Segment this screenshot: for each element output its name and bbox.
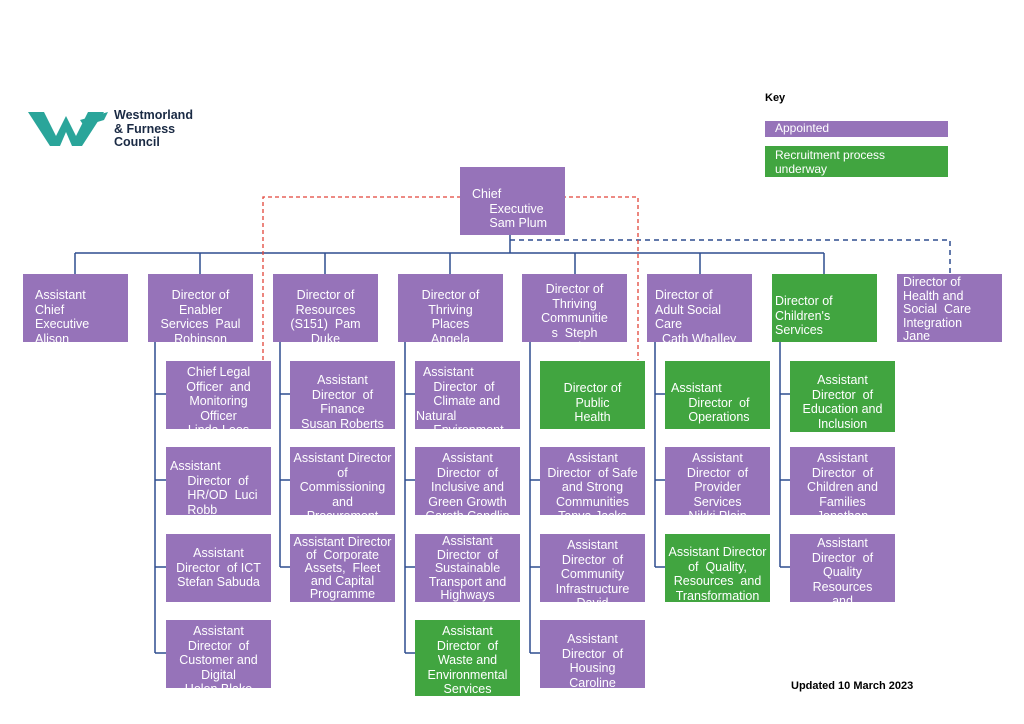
ad-label: Assistant Director of Finance Susan Robe…	[301, 373, 384, 429]
ad-label: Assistant Director of Corporate Assets, …	[293, 535, 392, 601]
director-label: Director of Enabler Services Paul Robins…	[160, 288, 241, 342]
council-name: Westmorland & Furness Council	[114, 108, 193, 150]
director-label: Director of Adult Social Care Cath Whall…	[655, 288, 737, 342]
director-box-assistant-chief-executive: Assistant Chief Executive Alison	[23, 274, 128, 342]
ad-box-corporate-assets: Assistant Director of Corporate Assets, …	[290, 534, 395, 602]
ad-label: Assistant Director of Waste and Environm…	[427, 624, 508, 696]
ad-label: Director of Public Health	[563, 381, 622, 425]
ad-label: Assistant Director of Community Infrastr…	[555, 538, 630, 602]
director-box-adult-social-care: Director of Adult Social Care Cath Whall…	[647, 274, 752, 342]
chief-executive-label: Chief Executive Sam Plum	[472, 187, 548, 231]
ad-box-sustainable-transport: Assistant Director of Sustainable Transp…	[415, 534, 520, 602]
director-label: Director of Children's Services	[775, 294, 833, 338]
council-name-line: Council	[114, 135, 160, 149]
ad-label: Assistant Director of Inclusive and Gree…	[425, 451, 509, 515]
director-label: Director of Thriving Places Angela	[421, 288, 480, 342]
dotted-line-health-integration	[510, 239, 951, 274]
ad-box-quality-resources-transformation: Assistant Director of Quality, Resources…	[665, 534, 770, 602]
updated-date: Updated 10 March 2023	[791, 680, 914, 692]
ad-box-hr-od: Assistant Director of HR/OD Luci Robb	[166, 447, 271, 515]
ad-label: Assistant Director of Provider Services …	[686, 451, 749, 515]
key-recruitment: Recruitment process underway	[765, 146, 948, 177]
ad-box-education-inclusion: Assistant Director of Education and Incl…	[790, 361, 895, 432]
ad-label: Assistant Director of Housing Caroline	[561, 632, 624, 688]
ad-label: Assistant Director of HR/OD Luci Robb	[170, 459, 258, 515]
ad-box-ict: Assistant Director of ICT Stefan Sabuda	[166, 534, 271, 602]
director-box-health-social-care-integration: Director of Health and Social Care Integ…	[897, 274, 1002, 342]
key-title: Key	[765, 92, 786, 104]
ad-box-inclusive-green-growth: Assistant Director of Inclusive and Gree…	[415, 447, 520, 515]
ad-label: Assistant Director of Quality Resources …	[811, 536, 874, 602]
dotted-line-statutory-roles	[262, 196, 639, 360]
council-logo-icon	[28, 112, 108, 146]
ad-label: Assistant Director of Climate and Natura…	[416, 365, 504, 429]
council-name-line: & Furness	[114, 121, 176, 136]
ad-label: Assistant Director of Quality, Resources…	[668, 545, 767, 602]
ad-label: Chief Legal Officer and Monitoring Offic…	[186, 365, 251, 429]
ad-box-finance: Assistant Director of Finance Susan Robe…	[290, 361, 395, 429]
ad-box-quality-resources: Assistant Director of Quality Resources …	[790, 534, 895, 602]
council-name-line: Westmorland	[114, 108, 193, 122]
ad-label: Assistant Director of Safe and Strong Co…	[547, 451, 638, 515]
ad-label: Assistant Director of Children and Famil…	[807, 451, 878, 515]
director-label: Director of Resources (S151) Pam Duke	[290, 288, 361, 342]
key-recruitment-label: Recruitment process underway	[775, 148, 886, 176]
director-box-enabler-services: Director of Enabler Services Paul Robins…	[148, 274, 253, 342]
director-box-thriving-places: Director of Thriving Places Angela	[398, 274, 503, 342]
director-label: Director of Health and Social Care Integ…	[903, 275, 972, 342]
ad-label: Assistant Director of Sustainable Transp…	[428, 534, 507, 602]
director-label: Director of Thriving Communitie s Steph …	[541, 282, 608, 342]
ad-box-customer-digital: Assistant Director of Customer and Digit…	[166, 620, 271, 688]
ad-box-commissioning-procurement: Assistant Director of Commissioning and …	[290, 447, 395, 515]
ad-box-community-infrastructure: Assistant Director of Community Infrastr…	[540, 534, 645, 602]
key-appointed: Appointed	[765, 121, 948, 137]
ad-box-housing: Assistant Director of Housing Caroline	[540, 620, 645, 688]
ad-label: Assistant Director of Customer and Digit…	[179, 624, 258, 688]
ad-label: Assistant Director of Operations	[671, 381, 750, 425]
ad-label: Assistant Director of Commissioning and …	[293, 451, 392, 515]
ad-box-chief-legal-officer: Chief Legal Officer and Monitoring Offic…	[166, 361, 271, 429]
director-box-childrens-services: Director of Children's Services	[772, 274, 877, 342]
key-appointed-label: Appointed	[775, 121, 830, 135]
ad-box-operations: Assistant Director of Operations	[665, 361, 770, 429]
chief-executive-box: Chief Executive Sam Plum	[460, 167, 565, 235]
ad-box-safe-strong-communities: Assistant Director of Safe and Strong Co…	[540, 447, 645, 515]
director-box-thriving-communities: Director of Thriving Communitie s Steph …	[522, 274, 627, 342]
ad-box-provider-services: Assistant Director of Provider Services …	[665, 447, 770, 515]
ad-box-waste-environmental: Assistant Director of Waste and Environm…	[415, 620, 520, 696]
ad-label: Assistant Director of Education and Incl…	[802, 373, 883, 431]
ad-box-climate-natural-environment: Assistant Director of Climate and Natura…	[415, 361, 520, 429]
director-box-resources: Director of Resources (S151) Pam Duke	[273, 274, 378, 342]
ad-label: Assistant Director of ICT Stefan Sabuda	[176, 546, 261, 590]
ad-box-public-health: Director of Public Health	[540, 361, 645, 429]
reporting-lines	[74, 234, 825, 654]
director-label: Assistant Chief Executive Alison	[35, 288, 90, 342]
ad-box-children-families: Assistant Director of Children and Famil…	[790, 447, 895, 515]
